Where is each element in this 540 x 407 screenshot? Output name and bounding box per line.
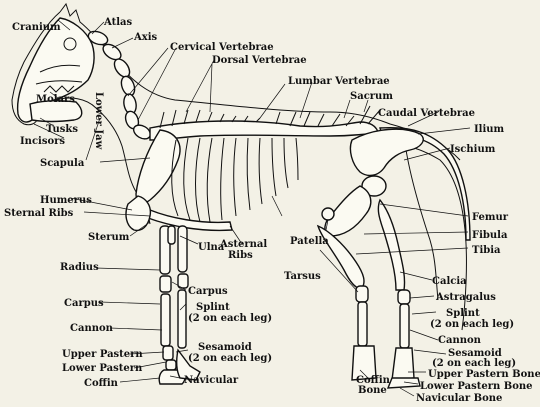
label-lower-pastern-front: Lower Pastern bbox=[62, 363, 143, 374]
label-sesamoid-front-2: (2 on each leg) bbox=[188, 353, 272, 364]
label-carpus-left: Carpus bbox=[64, 298, 104, 309]
label-femur: Femur bbox=[472, 212, 509, 223]
label-tarsus: Tarsus bbox=[284, 271, 321, 282]
label-lumbar-vertebrae: Lumbar Vertebrae bbox=[288, 76, 390, 87]
label-scapula: Scapula bbox=[40, 158, 85, 169]
label-sacrum: Sacrum bbox=[350, 91, 393, 102]
label-asternal-ribs-2: Ribs bbox=[228, 250, 253, 261]
label-coffin-front: Coffin bbox=[84, 378, 119, 389]
label-ischium: Ischium bbox=[450, 144, 496, 155]
label-navicular-hind: Navicular Bone bbox=[416, 393, 502, 404]
label-patella: Patella bbox=[290, 236, 329, 247]
label-atlas: Atlas bbox=[103, 17, 132, 28]
label-lower-pastern-hind: Lower Pastern Bone bbox=[420, 381, 533, 392]
label-lower-jaw: Lower Jaw bbox=[93, 92, 104, 150]
skull bbox=[18, 18, 94, 122]
label-upper-pastern-front: Upper Pastern bbox=[62, 349, 143, 360]
label-caudal-vertebrae: Caudal Vertebrae bbox=[378, 108, 475, 119]
label-sesamoid-hind-2: (2 on each leg) bbox=[432, 358, 516, 369]
label-cranium: Cranium bbox=[12, 22, 61, 33]
hind-leg bbox=[318, 186, 420, 388]
label-radius: Radius bbox=[60, 262, 99, 273]
label-fibula: Fibula bbox=[472, 230, 508, 241]
label-cannon-hind: Cannon bbox=[438, 335, 482, 346]
label-splint-front-1: Splint bbox=[196, 302, 230, 313]
label-dorsal-vertebrae: Dorsal Vertebrae bbox=[212, 55, 307, 66]
label-tibia: Tibia bbox=[472, 245, 501, 256]
label-molars: Molars bbox=[36, 94, 75, 105]
label-tusks: Tusks bbox=[46, 124, 78, 135]
scapula bbox=[136, 130, 180, 203]
label-sesamoid-front-1: Sesamoid bbox=[198, 342, 252, 353]
label-astragalus: Astragalus bbox=[435, 292, 496, 303]
label-coffin-hind-2: Bone bbox=[358, 385, 387, 396]
label-splint-hind-1: Splint bbox=[446, 308, 480, 319]
label-sterum: Sterum bbox=[88, 232, 130, 243]
label-calcia: Calcia bbox=[432, 276, 467, 287]
label-splint-front-2: (2 on each leg) bbox=[188, 313, 272, 324]
label-splint-hind-2: (2 on each leg) bbox=[430, 319, 514, 330]
label-asternal-ribs-1: Asternal bbox=[219, 239, 267, 250]
label-cervical-vertebrae: Cervical Vertebrae bbox=[170, 42, 274, 53]
label-sternal-ribs: Sternal Ribs bbox=[4, 208, 74, 219]
label-ilium: Ilium bbox=[474, 124, 505, 135]
label-incisors: Incisors bbox=[20, 136, 65, 147]
label-upper-pastern-hind: Upper Pastern Bone bbox=[428, 369, 540, 380]
label-carpus-upper: Carpus bbox=[188, 286, 228, 297]
label-navicular-front: Navicular bbox=[184, 375, 239, 386]
label-cannon-front: Cannon bbox=[70, 323, 114, 334]
label-axis: Axis bbox=[133, 32, 158, 43]
label-humerus: Humerus bbox=[40, 195, 92, 206]
